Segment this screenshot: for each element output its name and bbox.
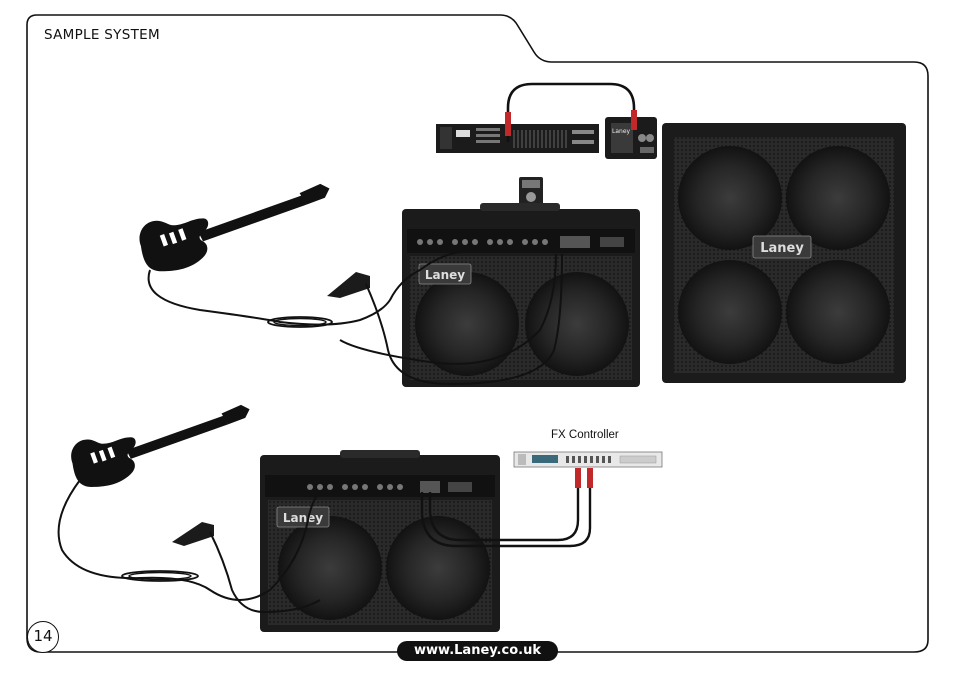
guitar-cable-top xyxy=(147,251,461,326)
footswitch-cable-top xyxy=(365,253,563,386)
combo-amp-bottom: Laney xyxy=(260,450,500,632)
amp-cable-top xyxy=(339,253,557,365)
footswitch-pedal-top xyxy=(327,272,370,298)
fx-controller-unit xyxy=(513,451,663,468)
patch-cable-top xyxy=(506,82,636,142)
page-number: 14 xyxy=(27,621,59,653)
cable-coil xyxy=(121,570,199,582)
combo-top-logo: Laney xyxy=(425,268,465,282)
footswitch-pedal-bottom xyxy=(172,522,214,546)
tuner-brand: Laney xyxy=(612,128,631,135)
website-link[interactable]: www.Laney.co.uk xyxy=(397,641,558,661)
cable-plug-red xyxy=(575,468,581,488)
cable-coil xyxy=(267,316,333,328)
footswitch-small xyxy=(519,177,543,207)
cable-coil xyxy=(128,571,192,581)
guitar-bottom xyxy=(71,404,250,487)
cable-plug-red xyxy=(631,110,637,130)
combo-bottom-logo: Laney xyxy=(283,511,323,525)
cable-plug-red xyxy=(587,468,593,488)
cable-plug-red xyxy=(505,112,511,136)
tuner-unit: Laney xyxy=(605,117,657,159)
guitar-top xyxy=(139,183,330,272)
fx-loop-cable-1 xyxy=(428,468,580,542)
cabinet-logo: Laney xyxy=(760,241,804,256)
rack-effects-unit xyxy=(436,124,599,153)
footswitch-cable-bottom xyxy=(209,531,321,614)
fx-controller-label: FX Controller xyxy=(551,429,619,441)
combo-amp-top: Laney xyxy=(402,203,640,387)
cable-coil xyxy=(273,317,327,327)
guitar-cable-bottom xyxy=(57,479,321,601)
section-title: SAMPLE SYSTEM xyxy=(44,27,160,43)
speaker-cabinet-4x12: Laney xyxy=(662,123,906,383)
fx-loop-cable-2 xyxy=(420,468,592,548)
